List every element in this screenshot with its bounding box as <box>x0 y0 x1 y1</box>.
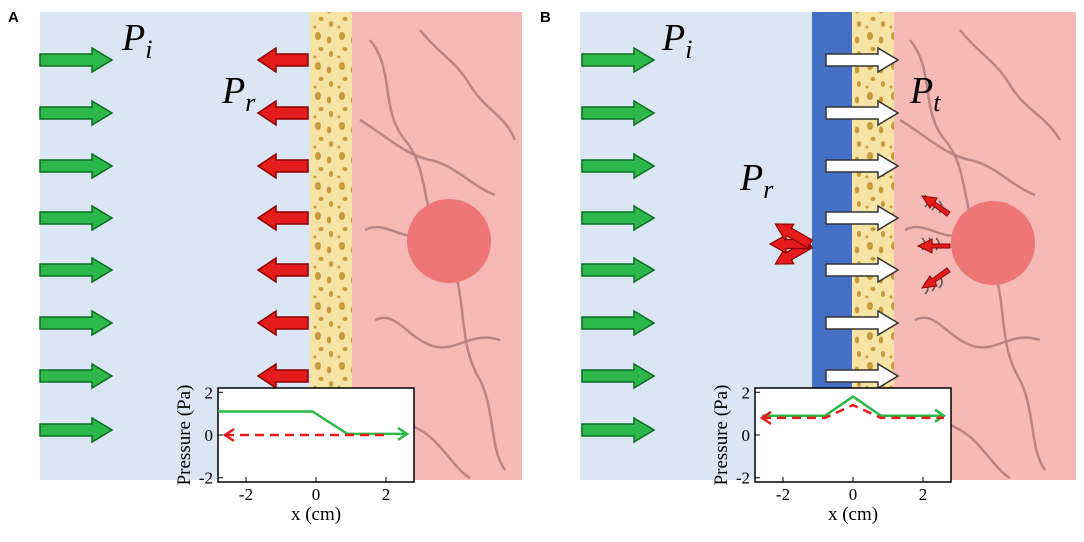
reflected-arrow <box>256 99 309 127</box>
incident-arrow <box>39 309 114 337</box>
incident-label: Pi <box>121 17 152 64</box>
reflected-arrow <box>256 256 309 284</box>
incident-arrow <box>39 99 114 127</box>
transmitted-arrow <box>825 309 900 337</box>
x-axis-label: x (cm) <box>828 504 878 525</box>
incident-arrow <box>581 152 656 180</box>
panel-letter: A <box>8 9 19 26</box>
transmitted-arrow <box>825 256 900 284</box>
green-arrowhead <box>934 408 947 423</box>
skull-layer <box>310 12 352 402</box>
panel-letter: B <box>540 9 551 26</box>
transmitted-arrow <box>825 99 900 127</box>
reflected-arrows <box>256 46 309 390</box>
reflected-label: Pr <box>221 70 256 117</box>
transmitted-label: Pt <box>909 70 941 117</box>
reflected-arrow <box>774 223 814 249</box>
x-tick-label: -2 <box>239 485 253 504</box>
transmitted-arrow <box>825 204 900 232</box>
x-tick-label: 2 <box>382 485 391 504</box>
green-series-line <box>762 395 944 418</box>
incident-label: Pi <box>661 17 692 64</box>
incident-arrow <box>39 152 114 180</box>
incident-arrow <box>581 309 656 337</box>
reflected-arrow <box>256 152 309 180</box>
panel-a: A Pi Pr -2 0 2 2 0 -2 x (cm) Pressure (Pa) <box>8 9 522 525</box>
incident-arrow <box>39 204 114 232</box>
x-tick-label: 0 <box>312 485 321 504</box>
inset-frame <box>754 387 952 483</box>
transmitted-arrow <box>825 46 900 74</box>
incident-arrow <box>39 46 114 74</box>
red-arrowhead <box>759 410 772 425</box>
incident-arrow <box>581 99 656 127</box>
red-arrowhead <box>222 427 235 443</box>
reflected-arrow <box>256 309 309 337</box>
y-axis-label: Pressure (Pa) <box>174 385 195 486</box>
incident-arrow <box>581 256 656 284</box>
reflected-arrows <box>768 223 814 265</box>
y-tick-label: 2 <box>205 383 214 402</box>
y-tick-label: 0 <box>205 426 214 445</box>
incident-arrow <box>39 416 114 444</box>
red-series-line <box>762 403 944 420</box>
incident-arrow <box>581 362 656 390</box>
pressure-inset: -2 0 2 2 0 -2 x (cm) Pressure (Pa) <box>711 383 952 525</box>
reflected-arrow <box>256 362 309 390</box>
x-tick-label: 0 <box>849 485 858 504</box>
y-axis-label: Pressure (Pa) <box>711 385 732 486</box>
y-tick-label: -2 <box>736 469 750 488</box>
shield-layer <box>812 12 852 402</box>
transmitted-arrow <box>825 152 900 180</box>
incident-arrow <box>581 204 656 232</box>
incident-arrow <box>39 362 114 390</box>
x-tick-label: 2 <box>919 485 928 504</box>
incident-arrow <box>581 46 656 74</box>
reflected-label: Pr <box>739 157 774 204</box>
incident-arrows <box>581 46 656 444</box>
pressure-inset: -2 0 2 2 0 -2 x (cm) Pressure (Pa) <box>174 383 415 525</box>
green-arrowhead <box>397 426 410 441</box>
skull-layer <box>852 12 894 402</box>
y-tick-label: 2 <box>742 383 751 402</box>
transmitted-arrow <box>825 362 900 390</box>
y-tick-label: -2 <box>199 469 213 488</box>
x-axis-label: x (cm) <box>291 504 341 525</box>
incident-arrow <box>581 416 656 444</box>
incident-arrow <box>39 256 114 284</box>
incident-arrows <box>39 46 114 444</box>
y-tick-label: 0 <box>742 426 751 445</box>
reflected-arrow <box>256 46 309 74</box>
tumor <box>951 201 1035 285</box>
scattered-red-arrows <box>916 195 951 289</box>
reflected-arrow <box>256 204 309 232</box>
x-tick-label: -2 <box>776 485 790 504</box>
tumor <box>407 199 491 283</box>
